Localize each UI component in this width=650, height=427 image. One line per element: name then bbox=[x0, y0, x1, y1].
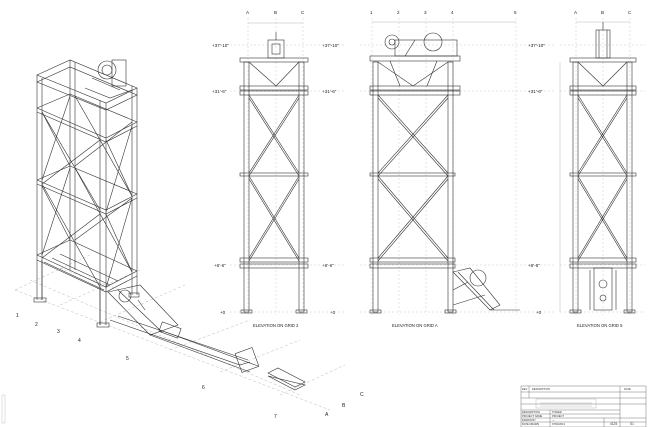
elev-lower-label: +6'-6" bbox=[214, 263, 226, 268]
grid-b-label-5: B bbox=[601, 10, 604, 15]
elev-lower-label-a: +6'-6" bbox=[528, 263, 540, 268]
rev-header: REV bbox=[522, 387, 528, 391]
grid-c-label-5: C bbox=[628, 10, 632, 15]
iso-grid-1: 1 bbox=[16, 313, 19, 319]
elev-top-label-a: +37'-10" bbox=[528, 43, 545, 48]
view-title-grid-a: ELEVATION ON GRID A bbox=[392, 323, 438, 328]
elev-top-label-r: +37'-10" bbox=[322, 43, 339, 48]
row-drawn-value: --- bbox=[552, 419, 555, 422]
elev-zero-label-a: +0 bbox=[536, 310, 542, 315]
iso-grid-b: B bbox=[342, 403, 346, 409]
grid-c-label: C bbox=[301, 10, 305, 15]
title-block bbox=[520, 385, 647, 427]
sheet-number: S1 bbox=[630, 422, 634, 426]
grid-4-label: 4 bbox=[451, 10, 454, 15]
iso-grid-6: 6 bbox=[202, 385, 205, 391]
row-description-value: TOWER bbox=[552, 410, 562, 414]
description-header: DESCRIPTION bbox=[532, 387, 550, 391]
grid-1-label: 1 bbox=[370, 10, 373, 15]
elev-top-label: +37'-10" bbox=[212, 43, 229, 48]
elev-zero-label-r: +0 bbox=[330, 310, 336, 315]
iso-grid-c: C bbox=[360, 392, 364, 398]
elev-zero-label: +0 bbox=[220, 310, 226, 315]
elev-upper-label-a: +31'-6" bbox=[528, 89, 543, 94]
iso-grid-5: 5 bbox=[126, 356, 129, 362]
elevation-grid-5-labels: A B C ELEVATION ON GRID 5 bbox=[574, 10, 632, 328]
company-logo bbox=[535, 398, 597, 409]
edge-stamp bbox=[1, 394, 6, 424]
row-drawn-label: DRAWN BY bbox=[522, 418, 536, 422]
grid-a-label: A bbox=[246, 10, 250, 15]
elev-lower-label-r: +6'-6" bbox=[322, 263, 334, 268]
iso-grid-7: 7 bbox=[274, 414, 277, 420]
iso-grid-3: 3 bbox=[57, 329, 60, 335]
elevation-grid-2-labels: A B C +37'-10" +31'-6" +6'-6" +0 +37'-10… bbox=[212, 10, 339, 328]
elev-upper-label: +31'-6" bbox=[212, 89, 227, 94]
iso-grid-2: 2 bbox=[35, 322, 38, 328]
elevation-grid-a bbox=[360, 18, 555, 315]
iso-grid-labels: 1 2 3 4 5 6 7 A B C bbox=[16, 313, 364, 420]
iso-grid-4: 4 bbox=[78, 338, 81, 344]
row-project-value: PROJECT bbox=[552, 414, 565, 418]
view-title-grid-5: ELEVATION ON GRID 5 bbox=[577, 323, 623, 328]
row-description-label: DESCRIPTION bbox=[522, 410, 540, 414]
row-date-value: 07/03/2013 bbox=[552, 422, 566, 426]
elev-upper-label-r: +31'-6" bbox=[322, 89, 337, 94]
view-title-grid-2: ELEVATION ON GRID 2 bbox=[253, 323, 299, 328]
grid-3-label: 3 bbox=[424, 10, 427, 15]
job-number: 4125 bbox=[610, 422, 617, 426]
row-project-label: PROJECT NAME bbox=[522, 414, 543, 418]
elevation-grid-5 bbox=[559, 18, 645, 315]
iso-grid-a: A bbox=[325, 412, 329, 418]
grid-b-label: B bbox=[274, 10, 277, 15]
grid-a-label-5: A bbox=[574, 10, 578, 15]
row-date-label: DATE DRAWN bbox=[522, 422, 539, 426]
title-block-text: REV DESCRIPTION DATE DESCRIPTION TOWER P… bbox=[522, 387, 634, 426]
grid-5-label: 5 bbox=[514, 10, 517, 15]
date-header: DATE bbox=[624, 387, 631, 391]
grid-2-label: 2 bbox=[397, 10, 400, 15]
isometric-view bbox=[14, 59, 346, 411]
elevation-grid-a-labels: 1 2 3 4 5 +37'-10" +31'-6" +6'-6" +0 ELE… bbox=[370, 10, 545, 328]
elevation-grid-2-levels bbox=[230, 44, 345, 313]
